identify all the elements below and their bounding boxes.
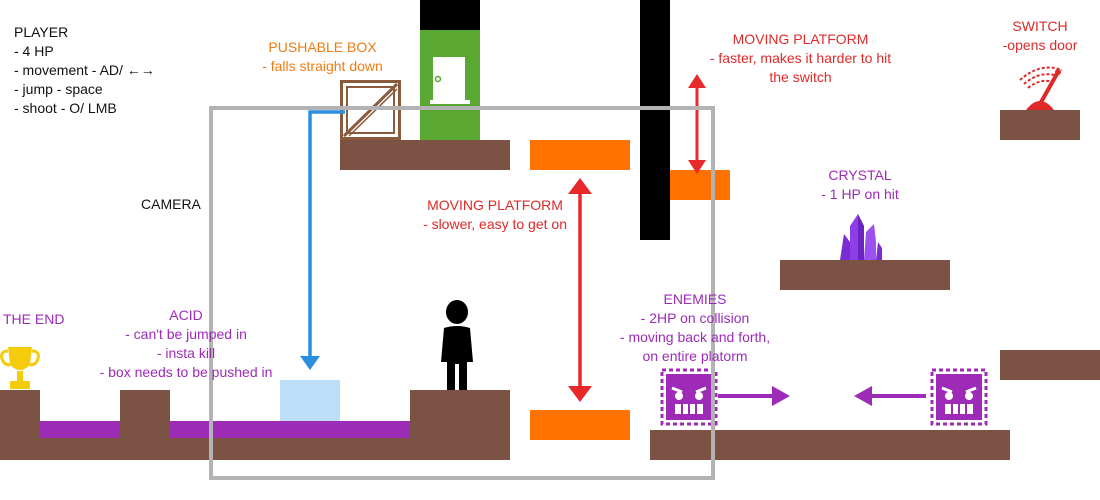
wall-top-door: [420, 0, 480, 30]
acid-pool-left: [40, 421, 120, 438]
spiked-enemy-icon: [660, 368, 718, 426]
enemies-line-1: - 2HP on collision: [640, 310, 750, 326]
ground-middle-pillar: [120, 390, 170, 460]
player-line-hp: - 4 HP: [14, 43, 54, 59]
player-line-movement: - movement - AD/ ←→: [14, 62, 155, 78]
player-line-shoot: - shoot - O/ LMB: [14, 100, 117, 116]
moving-platform-slow-label: MOVING PLATFORM - slower, easy to get on: [410, 196, 580, 234]
ground-right-edge: [1000, 350, 1100, 380]
player-line-jump: - jump - space: [14, 81, 103, 97]
enemies-title: ENEMIES: [663, 291, 727, 307]
crystal-icon: [840, 214, 882, 260]
moving-platform-slow-title: MOVING PLATFORM: [427, 197, 563, 213]
switch-label: SWITCH -opens door: [1000, 17, 1080, 55]
ground-player-block: [410, 390, 510, 460]
switch-line: -opens door: [1002, 37, 1078, 53]
ground-crystal-platform: [780, 260, 950, 290]
switch-title: SWITCH: [1012, 18, 1068, 34]
door-icon: [430, 57, 470, 104]
trophy-icon: [0, 347, 40, 389]
enemies-label: ENEMIES - 2HP on collision - moving back…: [600, 290, 790, 366]
acid-line-3: - box needs to be pushed in: [99, 364, 273, 380]
moving-platform-slow-bottom: [530, 410, 630, 440]
camera-label: CAMERA: [141, 196, 201, 212]
enemies-line-3: on entire platorm: [642, 348, 748, 364]
player-silhouette-icon: [441, 300, 473, 390]
pushable-box-line: - falls straight down: [262, 58, 383, 74]
switch-lever-icon: [1019, 66, 1063, 110]
acid-label: ACID - can't be jumped in - insta kill -…: [88, 306, 284, 382]
pushable-box-title: PUSHABLE BOX: [268, 39, 377, 55]
moving-platform-fast-line-1: - faster, makes it harder to hit: [709, 50, 892, 66]
crystal-label: CRYSTAL - 1 HP on hit: [800, 166, 920, 204]
spiked-enemy-icon: [930, 368, 988, 426]
crate-icon: [340, 80, 401, 140]
wall-black-column: [640, 0, 670, 240]
the-end-label: THE END: [3, 311, 65, 327]
moving-platform-fast-label: MOVING PLATFORM - faster, makes it harde…: [698, 30, 903, 87]
moving-platform-fast: [670, 170, 730, 200]
moving-platform-slow-top: [530, 140, 630, 170]
acid-title: ACID: [169, 307, 203, 323]
ground-switch-platform: [1000, 110, 1080, 140]
box-landing-zone: [280, 380, 340, 421]
moving-platform-fast-line-2: the switch: [769, 69, 832, 85]
camera-frame: [209, 106, 715, 480]
crystal-line: - 1 HP on hit: [821, 186, 899, 202]
crystal-title: CRYSTAL: [828, 167, 892, 183]
moving-platform-fast-title: MOVING PLATFORM: [732, 31, 869, 47]
player-title: PLAYER: [14, 24, 69, 40]
acid-pool-right: [170, 421, 410, 438]
ground-enemy-platform: [650, 430, 1010, 460]
pushable-box-label: PUSHABLE BOX - falls straight down: [250, 38, 395, 76]
ground-upper-ledge: [340, 140, 510, 170]
acid-line-2: - insta kill: [156, 345, 216, 361]
moving-platform-slow-line: - slower, easy to get on: [423, 216, 567, 232]
enemies-line-2: - moving back and forth,: [619, 329, 771, 345]
player-label: PLAYER - 4 HP - movement - AD/ ←→ - jump…: [14, 23, 155, 118]
acid-line-1: - can't be jumped in: [125, 326, 247, 342]
